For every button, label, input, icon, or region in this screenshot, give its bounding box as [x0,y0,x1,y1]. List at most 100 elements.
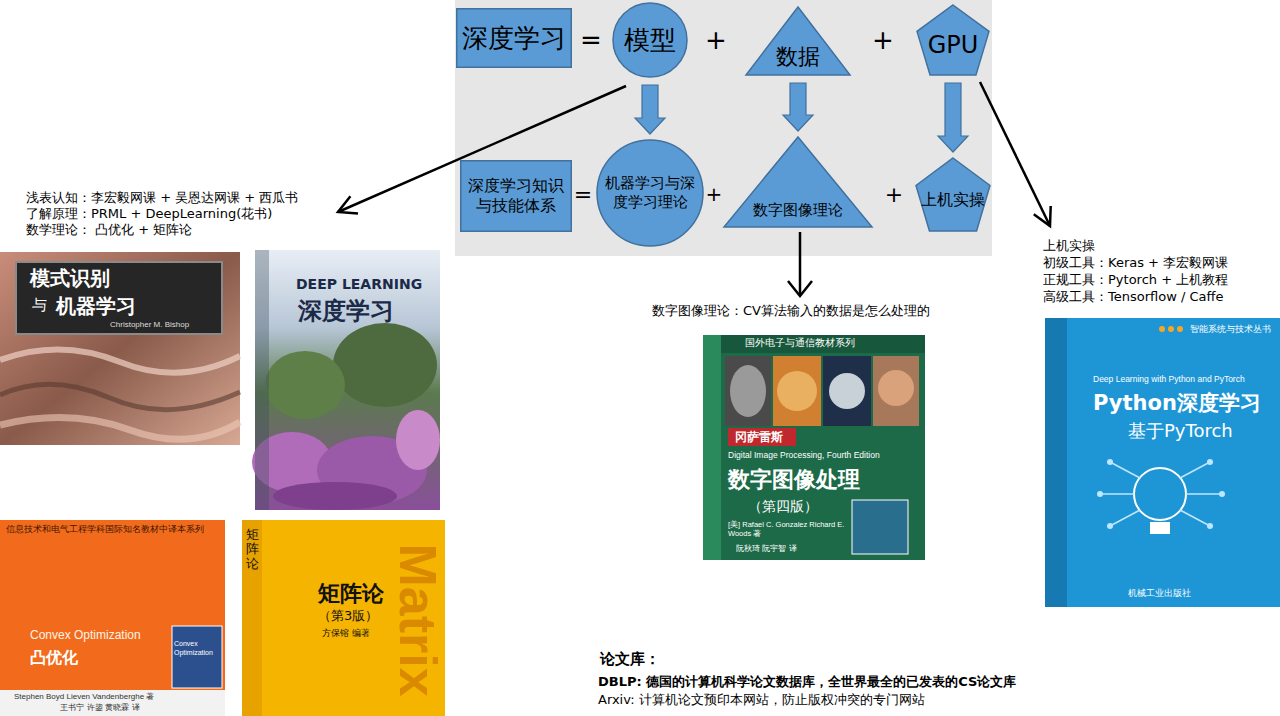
box-outline [461,161,572,232]
title-plate [16,262,222,334]
node-label: 数据 [776,43,820,71]
cover-watermark: Matrix [392,543,444,696]
cover-image [878,370,914,406]
bulb-icon [1134,468,1186,520]
pointer-line [980,82,1050,226]
book-author: 方保镕 编著 [322,628,370,639]
concept-pentagon: GPU [916,4,990,76]
book-title: Convex Optimization [174,640,220,658]
book-cover [0,252,240,445]
node-label: 深度学习 [462,22,566,55]
book-publisher: 机械工业出版社 [1128,588,1191,599]
concept-box: 深度学习 [456,8,572,68]
book-spine [242,520,262,716]
pointer-head [1034,206,1051,226]
dip-book-cover [703,335,925,560]
triangle-outline [724,137,872,227]
node-label: 数字图像理论 [753,201,843,220]
book-cover [1045,318,1280,607]
resource-note: 上机实操 [1043,238,1095,254]
paper-db-note: Arxiv: 计算机论文预印本网站，防止版权冲突的专门网站 [598,692,925,708]
node-label: GPU [928,30,979,60]
convex-book-cover [0,520,225,716]
box-outline [457,9,572,68]
resource-note: 浅表认知：李宏毅网课 + 吴恩达网课 + 西瓜书 [26,190,298,206]
concept-circle: 机器学习与深度学习理论 [596,139,704,247]
resource-note: 正规工具：Pytorch + 上机教程 [1043,272,1228,288]
cover-star [1168,326,1174,332]
cover-star [1159,326,1165,332]
book-author: 冈萨雷斯 [735,430,783,445]
node-label: 模型 [624,24,676,57]
cover-pattern [0,384,240,409]
book-title: Deep Learning with Python and PyTorch [1093,374,1245,385]
circle-outline [613,3,687,77]
matrix-book-cover [242,520,445,716]
concept-pentagon: 上机实操 [915,157,991,232]
cover-image [829,373,865,409]
pentagon-outline [916,158,990,231]
book-author: 王书宁 许鋆 黄晓霖 译 [60,703,140,713]
pointer-line [799,232,802,296]
operator-sign: + [885,181,903,209]
pointer-arrows [338,82,1051,296]
cover-tree [333,323,437,407]
cover-pattern [0,349,240,372]
bulb-icon [1150,522,1170,534]
book-series: 智能系统与技术丛书 [1190,324,1271,335]
book-cover [242,520,445,716]
cover-image [730,365,766,417]
cover-pattern [0,418,240,440]
pointer-head [788,281,812,296]
operator-sign: + [872,24,894,57]
cover-image [725,356,771,426]
operator-sign: + [705,24,727,57]
book-spine [255,250,269,510]
inset-book [172,626,222,688]
paper-db-note: DBLP: 德国的计算机科学论文数据库，全世界最全的已发表的CS论文库 [598,674,1016,690]
operator-sign: = [574,181,592,209]
circuit-dot [1097,491,1103,497]
book-title: 与 [32,296,47,315]
book-author: Christopher M. Bishop [110,320,189,330]
operator-sign: = [580,24,602,57]
book-title: Python深度学习 [1093,390,1261,416]
book-spine [1045,318,1067,607]
circle-outline [597,140,703,246]
book-title: 机器学习 [56,294,136,319]
block-arrow [783,83,813,131]
resource-note: 高级工具：Tensorflow / Caffe [1043,289,1223,305]
node-label: 深度学习知识与技能体系 [466,176,566,216]
node-label: 机器学习与深度学习理论 [604,174,696,212]
block-arrow [635,85,665,134]
concept-triangle: 数字图像理论 [723,136,873,228]
cover-image [823,356,871,426]
book-author: [美] Rafael C. Gonzalez Richard E. Woods … [728,520,846,539]
circuit-lines [1100,462,1222,526]
cover-image [873,356,919,426]
book-title: DEEP LEARNING [296,276,422,294]
operator-sign: + [706,182,723,207]
top-panel [455,0,992,256]
concept-box: 深度学习知识与技能体系 [460,160,572,232]
book-title: 深度学习 [298,296,394,326]
series-band [703,335,925,353]
resource-note: 数学理论： 凸优化 + 矩阵论 [26,222,192,238]
book-bottom-band [0,690,225,716]
cover-flowers [396,410,440,470]
book-series: 信息技术和电气工程学科国际知名教材中译本系列 [6,524,204,535]
block-arrow [938,83,968,152]
book-title: 数字图像处理 [728,466,860,494]
book-title: 模式识别 [30,266,110,291]
cover-image [773,356,821,426]
book-title: Digital Image Processing, Fourth Edition [728,450,880,461]
prml-book-cover [0,252,240,445]
pentagon-outline [917,5,989,75]
resource-note: 数字图像理论：CV算法输入的数据是怎么处理的 [652,303,930,319]
book-cover [0,520,225,692]
concept-circle: 模型 [612,2,688,78]
book-spine [703,335,721,560]
pytorch-book-cover [1045,318,1280,607]
